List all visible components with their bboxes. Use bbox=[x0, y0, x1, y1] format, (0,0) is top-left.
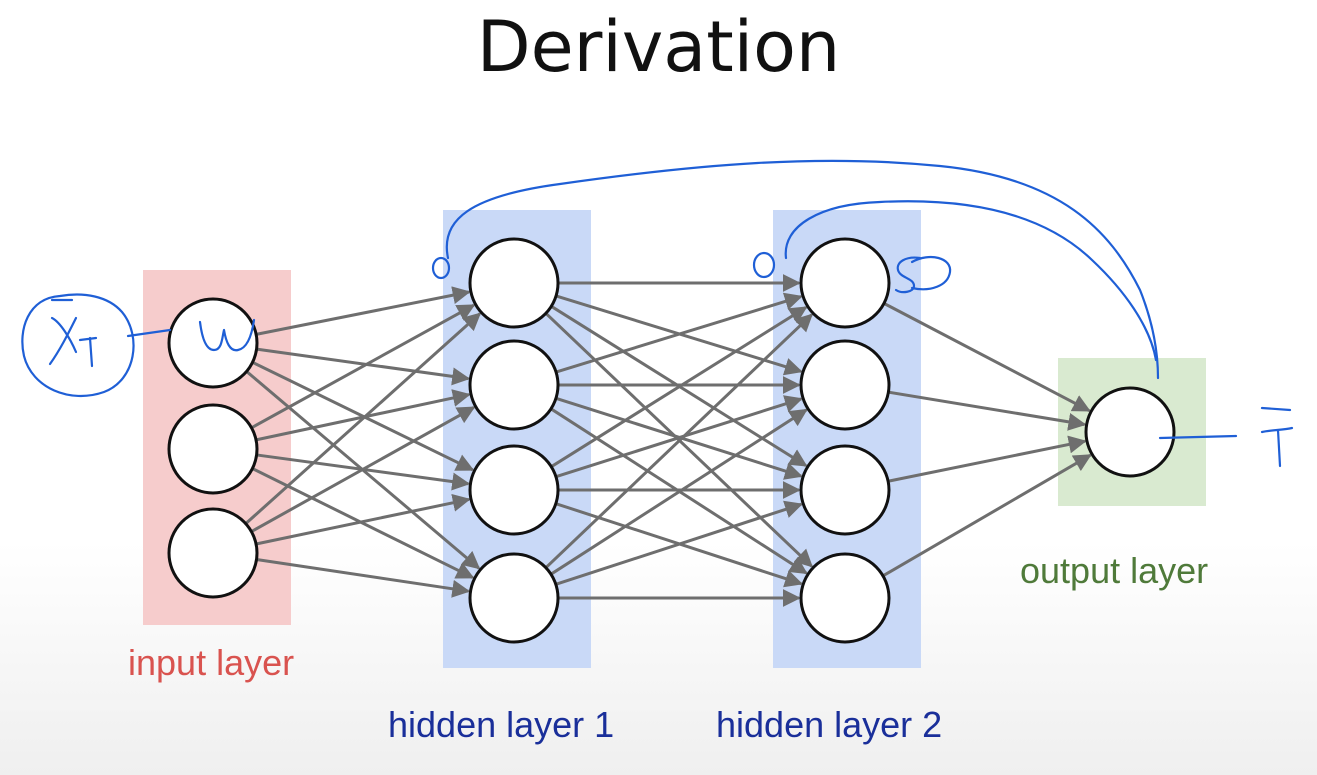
handwritten-annotations bbox=[21, 159, 1294, 468]
edge-hidden2-3-to-output-1 bbox=[887, 435, 1087, 483]
edge-input-1-to-hidden1-2 bbox=[256, 347, 471, 386]
hidden1-node-3 bbox=[468, 444, 560, 536]
network-nodes bbox=[167, 237, 1176, 644]
handwritten-output-line bbox=[1158, 434, 1238, 440]
edge-input-3-to-hidden1-1 bbox=[244, 312, 482, 525]
hidden2-node-1 bbox=[799, 237, 891, 329]
input-node-2 bbox=[167, 403, 259, 495]
edge-hidden2-4-to-output-1 bbox=[882, 453, 1092, 578]
input-layer-label: input layer bbox=[128, 642, 295, 683]
connection-edges bbox=[244, 274, 1092, 607]
edge-hidden2-1-to-output-1 bbox=[883, 302, 1091, 413]
edge-input-3-to-hidden1-2 bbox=[250, 406, 476, 533]
handwritten-o-hidden2 bbox=[752, 251, 776, 279]
handwritten-long-arc bbox=[445, 159, 1160, 380]
handwritten-x1-subscript bbox=[78, 336, 98, 368]
hidden2-node-2 bbox=[799, 339, 891, 431]
output-node-1 bbox=[1084, 386, 1176, 478]
handwritten-x1-glyph bbox=[48, 316, 78, 366]
handwritten-x1-circle bbox=[21, 293, 135, 397]
edge-hidden1-3-to-hidden2-2 bbox=[555, 395, 803, 479]
handwritten-short-arc bbox=[784, 200, 1158, 362]
hidden2-node-3 bbox=[799, 444, 891, 536]
edge-input-1-to-hidden1-1 bbox=[255, 286, 471, 336]
handwritten-w bbox=[198, 318, 256, 352]
handwritten-s bbox=[894, 255, 952, 294]
input-node-3 bbox=[167, 507, 259, 599]
edge-input-2-to-hidden1-1 bbox=[250, 303, 476, 430]
edge-input-3-to-hidden1-4 bbox=[256, 558, 471, 598]
input-node-1 bbox=[167, 297, 259, 389]
edge-hidden1-2-to-hidden2-1 bbox=[555, 292, 803, 374]
edge-hidden1-3-to-hidden2-1 bbox=[550, 306, 808, 468]
hidden1-node-4 bbox=[468, 552, 560, 644]
hidden1-node-1 bbox=[468, 237, 560, 329]
edge-hidden1-4-to-hidden2-3 bbox=[555, 500, 803, 586]
edge-input-3-to-hidden1-3 bbox=[255, 493, 471, 546]
output-layer-label: output layer bbox=[1020, 550, 1209, 591]
edge-hidden1-4-to-hidden2-1 bbox=[544, 313, 813, 569]
handwritten-input-line bbox=[126, 328, 172, 338]
handwritten-y-glyph bbox=[1260, 426, 1294, 468]
hidden1-node-2 bbox=[468, 339, 560, 431]
hidden2-node-4 bbox=[799, 552, 891, 644]
handwritten-y-bar bbox=[1260, 406, 1292, 412]
handwritten-o-hidden1 bbox=[431, 256, 451, 280]
hidden-layer-1-label: hidden layer 1 bbox=[388, 704, 615, 745]
hidden-layer-2-label: hidden layer 2 bbox=[716, 704, 943, 745]
edge-hidden2-2-to-output-1 bbox=[888, 390, 1087, 431]
slide-title: Derivation bbox=[476, 6, 841, 88]
edge-hidden1-4-to-hidden2-2 bbox=[550, 408, 808, 576]
